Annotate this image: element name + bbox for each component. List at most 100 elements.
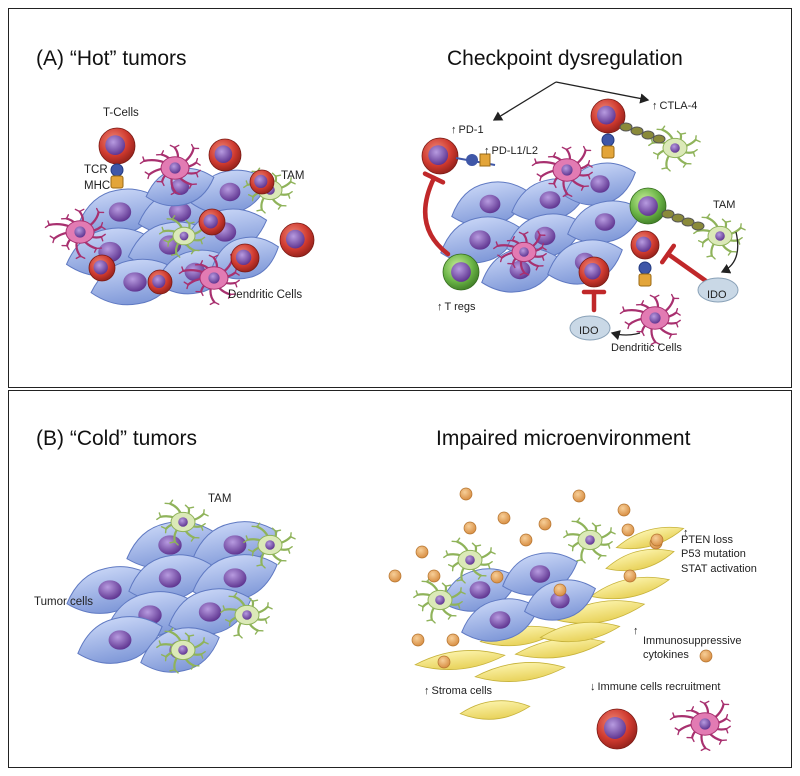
inhibition-arrow <box>581 289 607 313</box>
cytokine <box>463 521 477 535</box>
cytokine <box>490 570 504 584</box>
dendritic-cell <box>669 699 731 752</box>
nucleus <box>179 231 189 241</box>
dendritic-cell <box>44 207 106 260</box>
nucleus <box>242 610 252 620</box>
cytokine <box>699 649 713 663</box>
pd1-receptor <box>466 154 478 166</box>
dendritic-cell <box>493 230 547 276</box>
cytokine <box>519 533 533 547</box>
nucleus <box>519 247 529 257</box>
t-cell <box>198 208 226 236</box>
nucleus <box>534 226 556 246</box>
stroma-cell <box>539 621 621 643</box>
nucleus <box>152 274 166 288</box>
nucleus <box>214 145 233 163</box>
up-arrow-factors: ↑ <box>683 527 689 539</box>
tumor-cell <box>77 616 163 664</box>
tam-cell <box>220 592 273 639</box>
nucleus <box>596 105 616 125</box>
label-tam-cold: TAM <box>208 493 232 505</box>
inhibition-arrow <box>422 171 451 257</box>
receptor-complex <box>638 261 652 287</box>
tam-cell <box>648 125 701 172</box>
nucleus <box>451 262 471 282</box>
nucleus <box>435 595 445 605</box>
tumor-cell <box>523 579 597 621</box>
cytokine <box>388 569 402 583</box>
nucleus <box>638 196 658 216</box>
nucleus <box>635 236 652 252</box>
nucleus <box>539 191 561 209</box>
nucleus <box>74 226 86 238</box>
stroma-cell <box>414 650 506 670</box>
nucleus <box>428 145 449 166</box>
t-cell <box>147 269 173 295</box>
label-tam-checkpoint: TAM <box>713 199 736 211</box>
tam-cell <box>243 522 296 569</box>
label-tcells: T-Cells <box>103 107 139 119</box>
nucleus <box>670 143 680 153</box>
panel-b-title: (B) “Cold” tumors <box>36 427 198 450</box>
nucleus <box>169 162 181 174</box>
label-tcr: TCR <box>84 164 108 176</box>
ctla4-bead <box>641 130 655 140</box>
nucleus <box>208 272 220 284</box>
checkpoint-title: Checkpoint dysregulation <box>447 47 683 70</box>
nucleus <box>223 535 247 555</box>
cytokine <box>427 569 441 583</box>
tam-cell <box>563 517 616 564</box>
dendritic-cell <box>139 143 201 196</box>
nucleus <box>550 591 570 609</box>
dendritic-cell <box>531 145 593 198</box>
nucleus <box>590 175 610 193</box>
nucleus <box>178 645 188 655</box>
cytokine <box>572 489 586 503</box>
nucleus <box>223 568 247 588</box>
stroma-cell <box>589 576 671 600</box>
label-dendritic-hot: Dendritic Cells <box>228 289 303 301</box>
dendritic-cell <box>178 253 240 306</box>
nucleus <box>509 260 531 280</box>
tam-cell <box>693 213 746 260</box>
label-stroma: Stroma cells <box>424 686 493 697</box>
label-pd1: PD-1 <box>451 125 484 136</box>
cytokine <box>650 533 664 547</box>
nucleus <box>108 630 132 650</box>
cytokine <box>553 583 567 597</box>
nucleus <box>265 540 275 550</box>
nucleus <box>529 565 551 583</box>
cytokine <box>617 503 631 517</box>
nucleus <box>699 718 711 730</box>
stroma-cell <box>474 662 566 682</box>
ctla4-bead <box>681 217 695 227</box>
nucleus <box>489 611 511 629</box>
label-mhc: MHC <box>84 180 111 192</box>
ctla4-bead <box>671 213 685 223</box>
nucleus <box>203 214 218 229</box>
stroma-cell <box>615 526 685 550</box>
nucleus <box>123 272 147 292</box>
t-cell <box>421 137 459 175</box>
stroma-cell <box>514 637 606 659</box>
label-tumor-cells: Tumor cells <box>34 596 93 608</box>
cytokine <box>497 511 511 525</box>
label-ido-1: IDO <box>707 289 727 301</box>
label-cytokines: Immunosuppressive cytokines <box>643 635 742 662</box>
t-cell <box>590 98 626 134</box>
t-cell <box>630 230 660 260</box>
cytokine <box>446 633 460 647</box>
cytokine <box>415 545 429 559</box>
tumor-cell <box>564 162 636 206</box>
nucleus <box>594 213 616 231</box>
pointer-arrow <box>720 231 739 274</box>
nucleus <box>561 164 573 176</box>
t-cell <box>208 138 242 172</box>
pointer-arrow <box>492 81 557 121</box>
nucleus <box>715 231 725 241</box>
label-tam-hot: TAM <box>281 170 305 182</box>
label-factors: PTEN loss P53 mutation STAT activation <box>681 534 757 575</box>
tcr-receptor <box>110 163 124 177</box>
ctla4-bead <box>661 209 675 219</box>
